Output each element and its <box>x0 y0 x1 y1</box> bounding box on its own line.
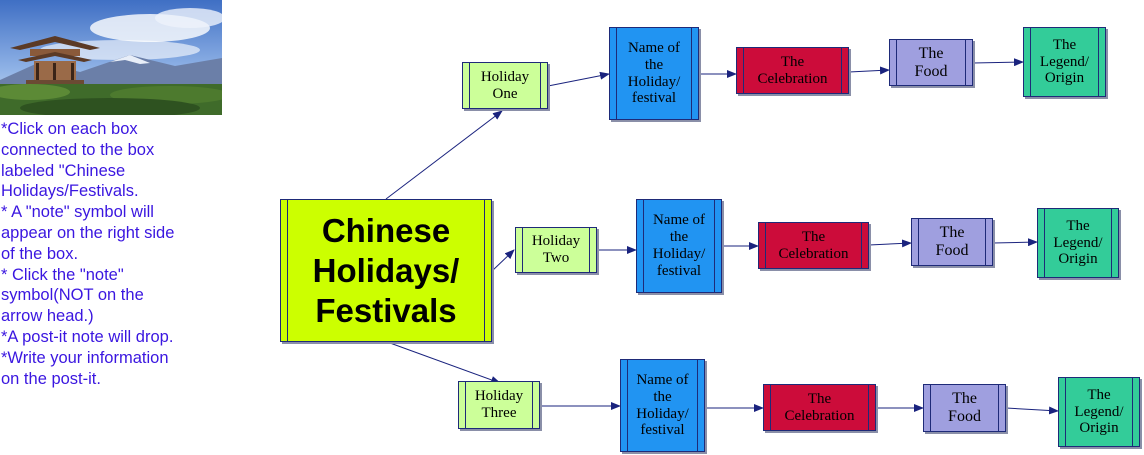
holiday-two-box[interactable]: Holiday Two <box>515 227 597 273</box>
holiday-three-name-box[interactable]: Name of the Holiday/ festival <box>620 359 705 452</box>
holiday-one-food-box[interactable]: The Food <box>889 39 973 86</box>
holiday-one-box[interactable]: Holiday One <box>462 62 548 109</box>
holiday-two-food-box[interactable]: The Food <box>911 218 993 266</box>
holiday-one-celebration-box[interactable]: The Celebration <box>736 47 849 94</box>
instructions-text: *Click on each box connected to the box … <box>1 120 175 388</box>
central-box-chinese-holidays[interactable]: Chinese Holidays/ Festivals <box>280 199 492 342</box>
arrow-central-to-holiday-two <box>491 249 515 272</box>
arrow-central-to-holiday-one <box>385 110 503 200</box>
holiday-one-name-box[interactable]: Name of the Holiday/ festival <box>609 27 699 120</box>
holiday-two-celebration-box[interactable]: The Celebration <box>758 222 869 269</box>
holiday-three-celebration-box[interactable]: The Celebration <box>763 384 876 431</box>
arrow-central-to-holiday-three <box>389 342 501 384</box>
holiday-three-box[interactable]: Holiday Three <box>458 381 540 429</box>
holiday-two-legend-box[interactable]: The Legend/ Origin <box>1037 208 1119 278</box>
pagoda-photo <box>0 0 222 115</box>
holiday-three-food-box[interactable]: The Food <box>923 384 1006 432</box>
holiday-two-name-box[interactable]: Name of the Holiday/ festival <box>636 199 722 293</box>
holiday-one-legend-box[interactable]: The Legend/ Origin <box>1023 27 1106 97</box>
holiday-three-legend-box[interactable]: The Legend/ Origin <box>1058 377 1140 447</box>
